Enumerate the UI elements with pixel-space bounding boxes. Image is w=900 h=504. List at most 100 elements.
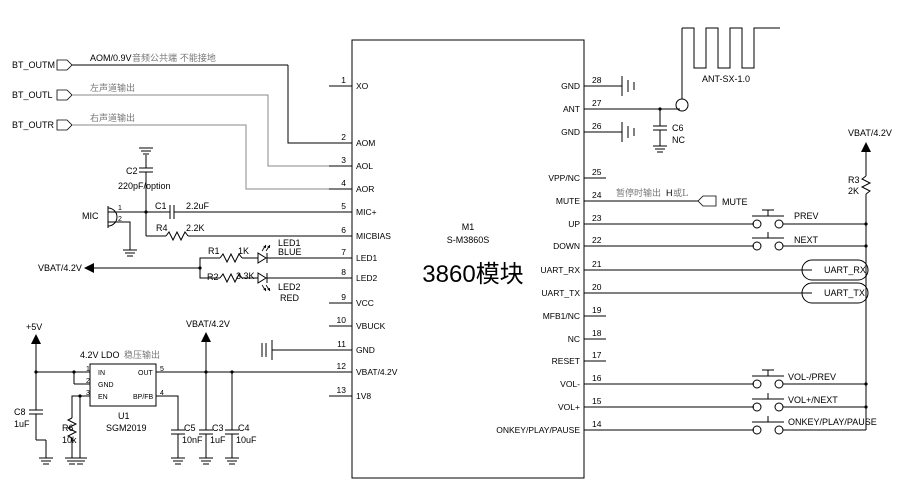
c8-ref: C8 bbox=[14, 407, 26, 417]
u1-pnum-5: 5 bbox=[160, 366, 164, 373]
pin-number: 9 bbox=[341, 292, 346, 302]
led2-ref: LED2 bbox=[278, 282, 301, 292]
pin-name: UP bbox=[568, 219, 580, 229]
r3-ref: R3 bbox=[848, 175, 860, 185]
pin-number: 21 bbox=[592, 259, 602, 269]
u1-pin-en: EN bbox=[98, 394, 108, 401]
r6-ref: R6 bbox=[62, 423, 74, 433]
pin-name: ANT bbox=[563, 104, 580, 114]
gnd-pin26 bbox=[606, 122, 635, 142]
led-branch bbox=[198, 257, 220, 279]
pin-name: UART_RX bbox=[540, 265, 580, 275]
pin-name: MUTE bbox=[556, 196, 580, 206]
prev-label: PREV bbox=[794, 211, 819, 221]
r2-resistor bbox=[219, 272, 258, 284]
u1-pnum-4: 4 bbox=[160, 390, 164, 397]
mute-label: MUTE bbox=[722, 197, 748, 207]
vol-prev-button[interactable] bbox=[606, 369, 868, 389]
port-bt-outl: BT_OUTL bbox=[12, 89, 329, 167]
u1-pin-gnd: GND bbox=[98, 382, 114, 389]
c3-ref: C3 bbox=[212, 423, 224, 433]
vbat-left-arrow bbox=[84, 263, 200, 273]
module-ref: M1 bbox=[462, 222, 475, 232]
left-out-note: 左声道输出 bbox=[90, 82, 135, 94]
pin-number: 16 bbox=[592, 373, 602, 383]
aom-note-desc: 音频公共端 不能接地 bbox=[132, 52, 216, 64]
pin-name: XO bbox=[356, 81, 369, 91]
r4-resistor bbox=[145, 212, 329, 242]
pin-number: 5 bbox=[341, 201, 346, 211]
c8-value: 1uF bbox=[14, 419, 30, 429]
led2-diode bbox=[257, 272, 329, 292]
pin-name: LED1 bbox=[356, 253, 378, 263]
pin-number: 26 bbox=[592, 121, 602, 131]
gnd-pin28 bbox=[606, 76, 635, 96]
ldo-desc: 稳压输出 bbox=[124, 349, 160, 361]
r1-ref: R1 bbox=[208, 246, 220, 256]
prev-button[interactable] bbox=[606, 209, 868, 229]
pin-number: 12 bbox=[337, 361, 347, 371]
c2-ref: C2 bbox=[126, 166, 138, 176]
module-pin-left: 1XO bbox=[329, 75, 369, 91]
r2-ref: R2 bbox=[207, 272, 219, 282]
pin-name: NC bbox=[568, 334, 580, 344]
r4-ref: R4 bbox=[156, 223, 168, 233]
next-label: NEXT bbox=[794, 235, 819, 245]
pin-number: 28 bbox=[592, 75, 602, 85]
uart-tx-label: UART_TX bbox=[824, 288, 865, 298]
led1-color: BLUE bbox=[278, 247, 302, 257]
mute-note-b: H bbox=[666, 188, 673, 198]
module-right-pins: 28GND27ANT26GND25VPP/NC24MUTE23UP22DOWN2… bbox=[496, 75, 606, 435]
led1-ref: LED1 bbox=[278, 238, 301, 248]
module-title: 3860模块 bbox=[422, 261, 523, 288]
u1-pin-in: IN bbox=[98, 370, 105, 377]
module-left-pins: 1XO2AOM3AOL4AOR5MIC+6MICBIAS7LED18LED29V… bbox=[329, 75, 398, 401]
mute-note-a: 暂停时输出 bbox=[616, 187, 661, 199]
u1-part: SGM2019 bbox=[106, 423, 147, 433]
right-out-note: 右声道输出 bbox=[90, 112, 135, 124]
onkey-button[interactable] bbox=[606, 416, 866, 435]
pin-number: 15 bbox=[592, 396, 602, 406]
c1-capacitor bbox=[169, 205, 329, 219]
antenna-symbol bbox=[606, 27, 780, 112]
mute-port bbox=[606, 195, 717, 207]
vol-next-label: VOL+/NEXT bbox=[788, 395, 838, 405]
pin-name: VBUCK bbox=[356, 321, 386, 331]
pin-number: 3 bbox=[341, 155, 346, 165]
u1-pnum-2: 2 bbox=[86, 378, 90, 385]
pin-number: 2 bbox=[341, 132, 346, 142]
u1-ref: U1 bbox=[118, 411, 130, 421]
pin-number: 19 bbox=[592, 305, 602, 315]
pin-number: 22 bbox=[592, 235, 602, 245]
c4-value: 10uF bbox=[236, 435, 257, 445]
c1-value: 2.2uF bbox=[186, 201, 210, 211]
vol-next-button[interactable] bbox=[606, 393, 868, 412]
next-button[interactable] bbox=[606, 232, 868, 251]
ant-label: ANT-SX-1.0 bbox=[702, 74, 750, 84]
port-bt-outm-label: BT_OUTM bbox=[12, 60, 55, 70]
pin-number: 13 bbox=[337, 385, 347, 395]
r6-value: 10k bbox=[62, 435, 77, 445]
pin-name: 1V8 bbox=[356, 391, 371, 401]
pin-number: 18 bbox=[592, 328, 602, 338]
pin-name: MIC+ bbox=[356, 207, 377, 217]
pin-name: MFB1/NC bbox=[543, 311, 580, 321]
mic-pin-2: 2 bbox=[118, 216, 122, 223]
port-bt-outm: BT_OUTM bbox=[12, 59, 329, 144]
module-pin-left: 13 1V8 bbox=[329, 385, 371, 401]
led1-diode bbox=[257, 244, 329, 264]
module-part: S-M3860S bbox=[447, 235, 490, 245]
